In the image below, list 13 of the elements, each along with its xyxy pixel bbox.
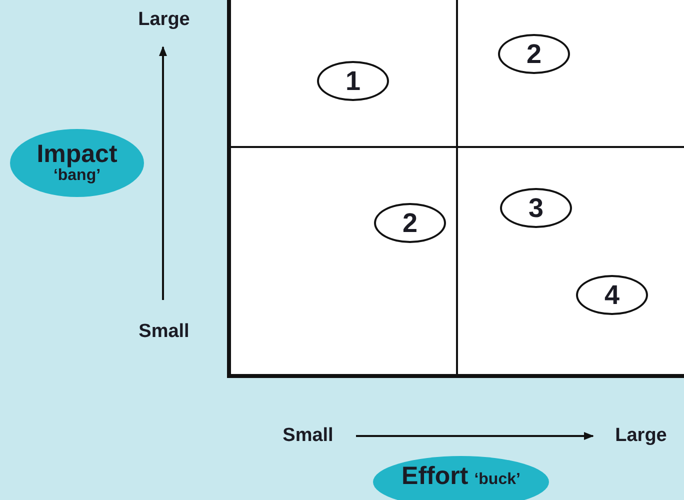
axis-end-label: Large	[138, 9, 190, 31]
quadrant-number: 4	[604, 280, 620, 310]
quadrant-number: 2	[402, 208, 418, 238]
axis-subtitle: ‘buck’	[474, 470, 520, 488]
axis-end-label: Small	[138, 321, 190, 343]
quadrant-number: 2	[526, 38, 542, 70]
axis-end-label: Small	[282, 425, 334, 447]
quadrant-number: 3	[528, 192, 544, 224]
axis-title: Impact	[36, 141, 118, 168]
axis-title: Effort	[402, 462, 468, 490]
quadrant-number: 1	[345, 66, 361, 96]
axis-subtitle: ‘bang’	[53, 168, 101, 185]
axis-end-label: Large	[615, 425, 667, 447]
